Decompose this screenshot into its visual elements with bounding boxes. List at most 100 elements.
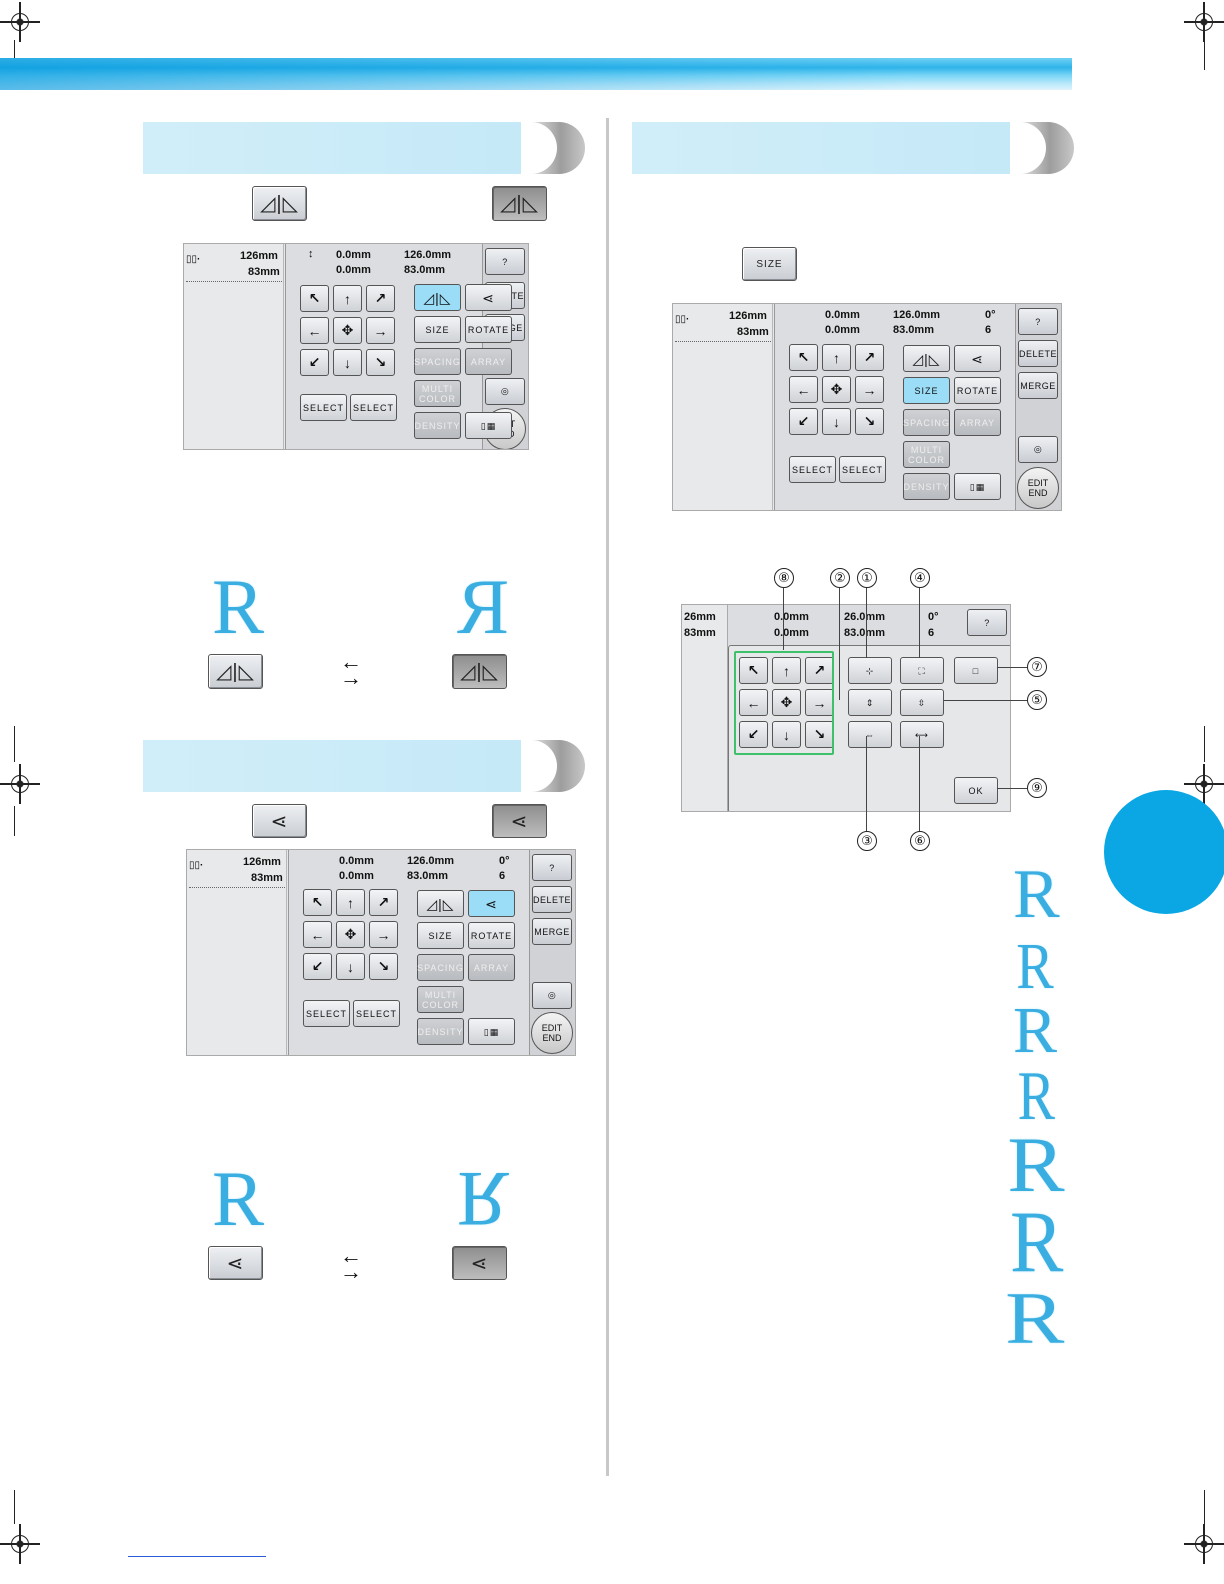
merge-button[interactable]: MERGE bbox=[532, 918, 572, 945]
mirror-vertical-button-active[interactable]: ⋖ bbox=[492, 804, 547, 838]
array-button[interactable]: ARRAY bbox=[468, 954, 515, 981]
spacing-button[interactable]: SPACING bbox=[414, 348, 461, 375]
arrow-up-left-button[interactable]: ↖ bbox=[739, 657, 768, 684]
arrow-up-button[interactable]: ↑ bbox=[336, 889, 365, 916]
size-button[interactable]: SIZE bbox=[903, 377, 950, 404]
multi-color-button[interactable]: MULTI COLOR bbox=[417, 986, 464, 1013]
mirror-vertical-button[interactable]: ⋖ bbox=[468, 890, 515, 917]
mirror-horizontal-button[interactable]: ◿|◺ bbox=[414, 284, 461, 311]
help-button[interactable]: ? bbox=[967, 609, 1007, 636]
arrow-down-left-button[interactable]: ↙ bbox=[303, 953, 332, 980]
mirror-vertical-button[interactable]: ⋖ bbox=[954, 345, 1001, 372]
arrow-up-right-button[interactable]: ↗ bbox=[366, 285, 395, 312]
arrow-down-button[interactable]: ↓ bbox=[336, 953, 365, 980]
mirror-vertical-button-active[interactable]: ⋖ bbox=[452, 1246, 507, 1280]
density-button[interactable]: DENSITY bbox=[903, 473, 950, 500]
mirror-vertical-icon: ⋖ bbox=[485, 895, 498, 912]
embroidery-button[interactable]: ◎ bbox=[532, 982, 572, 1009]
reduce-vertical-button[interactable]: ⇕ bbox=[848, 689, 892, 716]
size-button[interactable]: SIZE bbox=[742, 247, 797, 281]
arrow-up-left-button[interactable]: ↖ bbox=[789, 344, 818, 371]
delete-button[interactable]: DELETE bbox=[532, 886, 572, 913]
mirror-horizontal-button[interactable]: ◿|◺ bbox=[903, 345, 950, 372]
arrow-down-left-button[interactable]: ↙ bbox=[789, 408, 818, 435]
arrow-up-button[interactable]: ↑ bbox=[333, 285, 362, 312]
arrow-down-button[interactable]: ↓ bbox=[772, 721, 801, 748]
rotate-button[interactable]: ROTATE bbox=[465, 316, 512, 343]
center-button[interactable]: ✥ bbox=[772, 689, 801, 716]
mirror-horizontal-button[interactable]: ◿|◺ bbox=[252, 186, 307, 221]
mirror-horizontal-button-active[interactable]: ◿|◺ bbox=[492, 186, 547, 221]
mirror-horizontal-button[interactable]: ◿|◺ bbox=[417, 890, 464, 917]
frame-button[interactable]: ▯▦ bbox=[468, 1018, 515, 1045]
spacing-button[interactable]: SPACING bbox=[417, 954, 464, 981]
reset-size-button[interactable]: □ bbox=[954, 657, 998, 684]
arrow-left-button[interactable]: ← bbox=[739, 689, 768, 716]
multi-color-button[interactable]: MULTI COLOR bbox=[903, 441, 950, 468]
help-button[interactable]: ? bbox=[1018, 308, 1058, 335]
arrow-down-left-button[interactable]: ↙ bbox=[739, 721, 768, 748]
help-button[interactable]: ? bbox=[485, 248, 525, 275]
center-button[interactable]: ✥ bbox=[336, 921, 365, 948]
frame-button[interactable]: ▯▦ bbox=[465, 412, 512, 439]
callout-5: ⑤ bbox=[1027, 690, 1047, 710]
edit-end-button[interactable]: EDIT END bbox=[1017, 467, 1059, 509]
arrow-right-button[interactable]: → bbox=[369, 921, 398, 948]
edit-end-button[interactable]: EDIT END bbox=[531, 1012, 573, 1054]
frame-button[interactable]: ▯▦ bbox=[954, 473, 1001, 500]
arrow-down-right-button[interactable]: ↘ bbox=[855, 408, 884, 435]
size-button[interactable]: SIZE bbox=[417, 922, 464, 949]
select-prev-button[interactable]: SELECT bbox=[303, 1000, 350, 1027]
delete-button[interactable]: DELETE bbox=[1018, 340, 1058, 367]
mirror-horizontal-button-active[interactable]: ◿|◺ bbox=[452, 654, 507, 689]
help-button[interactable]: ? bbox=[532, 854, 572, 881]
multi-color-button[interactable]: MULTI COLOR bbox=[414, 380, 461, 407]
select-next-button[interactable]: SELECT bbox=[353, 1000, 400, 1027]
mirror-horizontal-icon: ◿|◺ bbox=[912, 350, 941, 367]
array-button[interactable]: ARRAY bbox=[465, 348, 512, 375]
select-prev-button[interactable]: SELECT bbox=[789, 456, 836, 483]
embroidery-button[interactable]: ◎ bbox=[1018, 436, 1058, 463]
arrow-up-left-button[interactable]: ↖ bbox=[303, 889, 332, 916]
select-next-button[interactable]: SELECT bbox=[839, 456, 886, 483]
size-button[interactable]: SIZE bbox=[414, 316, 461, 343]
array-button[interactable]: ARRAY bbox=[954, 409, 1001, 436]
rotate-button[interactable]: ROTATE bbox=[954, 377, 1001, 404]
center-button[interactable]: ✥ bbox=[822, 376, 851, 403]
mirror-vertical-button[interactable]: ⋖ bbox=[252, 804, 307, 838]
spacing-button[interactable]: SPACING bbox=[903, 409, 950, 436]
arrow-left-button[interactable]: ← bbox=[300, 317, 329, 344]
density-button[interactable]: DENSITY bbox=[414, 412, 461, 439]
ok-button[interactable]: OK bbox=[954, 777, 998, 804]
arrow-right-button[interactable]: → bbox=[366, 317, 395, 344]
arrow-up-left-button[interactable]: ↖ bbox=[300, 285, 329, 312]
select-next-button[interactable]: SELECT bbox=[350, 394, 397, 421]
select-prev-button[interactable]: SELECT bbox=[300, 394, 347, 421]
reduce-proportional-button[interactable]: ⊹ bbox=[848, 657, 892, 684]
reduce-horizontal-button[interactable]: ⇔ bbox=[848, 721, 892, 748]
arrow-up-right-button[interactable]: ↗ bbox=[855, 344, 884, 371]
mirror-vertical-button[interactable]: ⋖ bbox=[208, 1246, 263, 1280]
density-button[interactable]: DENSITY bbox=[417, 1018, 464, 1045]
arrow-left-button[interactable]: ← bbox=[303, 921, 332, 948]
arrow-right-button[interactable]: → bbox=[855, 376, 884, 403]
arrow-down-right-button[interactable]: ↘ bbox=[369, 953, 398, 980]
arrow-down-button[interactable]: ↓ bbox=[822, 408, 851, 435]
mirror-vertical-button[interactable]: ⋖ bbox=[465, 284, 512, 311]
arrow-down-right-button[interactable]: ↘ bbox=[366, 349, 395, 376]
enlarge-proportional-button[interactable]: ⛶ bbox=[900, 657, 944, 684]
enlarge-vertical-button[interactable]: ⇳ bbox=[900, 689, 944, 716]
mirror-horizontal-button[interactable]: ◿|◺ bbox=[208, 654, 263, 689]
arrow-up-button[interactable]: ↑ bbox=[772, 657, 801, 684]
registration-mark bbox=[0, 764, 40, 804]
arrow-up-right-button[interactable]: ↗ bbox=[369, 889, 398, 916]
enlarge-horizontal-button[interactable]: ⟷ bbox=[900, 721, 944, 748]
center-button[interactable]: ✥ bbox=[333, 317, 362, 344]
arrow-down-left-button[interactable]: ↙ bbox=[300, 349, 329, 376]
embroidery-button[interactable]: ◎ bbox=[485, 378, 525, 405]
merge-button[interactable]: MERGE bbox=[1018, 372, 1058, 399]
arrow-up-button[interactable]: ↑ bbox=[822, 344, 851, 371]
rotate-button[interactable]: ROTATE bbox=[468, 922, 515, 949]
arrow-left-button[interactable]: ← bbox=[789, 376, 818, 403]
arrow-down-button[interactable]: ↓ bbox=[333, 349, 362, 376]
